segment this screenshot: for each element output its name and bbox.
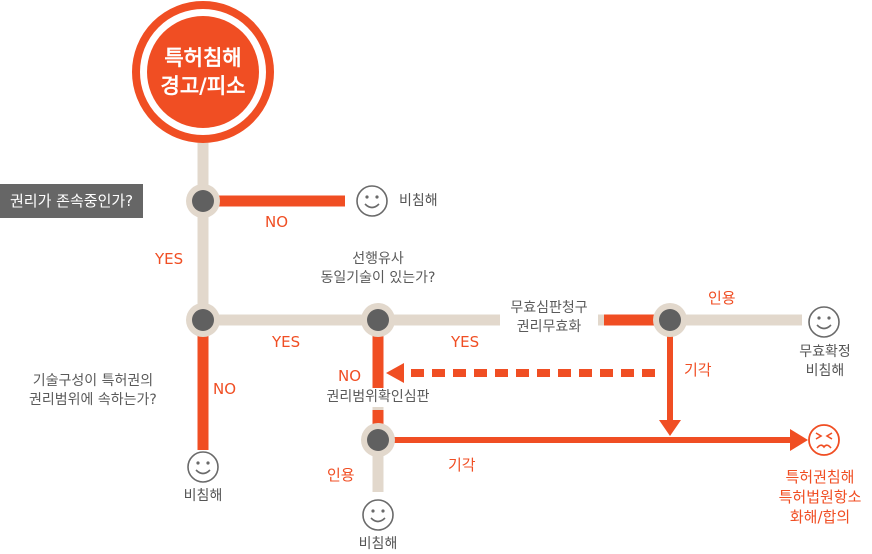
invalidation-label: 무효심판청구 권리무효화 xyxy=(510,300,588,335)
node-scope-trial xyxy=(361,423,395,457)
reject-down-arrowhead xyxy=(659,420,681,436)
q3-no-label: NO xyxy=(338,367,362,385)
start-circle xyxy=(147,16,259,128)
q3-question: 선행유사 동일기술이 있는가? xyxy=(320,251,436,286)
invalidation-accept-label: 인용 xyxy=(708,289,736,307)
q1-result: 비침해 xyxy=(399,193,438,209)
scope-trial-result: 비침해 xyxy=(358,536,398,552)
node-q2 xyxy=(186,303,220,337)
q2-result: 비침해 xyxy=(183,488,223,504)
q1-box: 권리가 존속중인가? xyxy=(0,184,144,218)
smile-icon xyxy=(808,306,840,338)
node-trial xyxy=(653,303,687,337)
smile-icon xyxy=(187,451,219,483)
final-outcome: 특허권침해 특허법원항소 화해/합의 xyxy=(778,468,862,526)
scope-trial-label: 권리범위확인심판 xyxy=(324,388,432,407)
q1-no-label: NO xyxy=(265,213,289,231)
q2-yes-label: YES xyxy=(272,333,301,351)
smile-icon xyxy=(362,499,394,531)
q2-question: 기술구성이 특허권의 권리범위에 속하는가? xyxy=(29,373,157,408)
scope-trial-accept-label: 인용 xyxy=(327,466,355,484)
node-q3 xyxy=(361,303,395,337)
node-q1 xyxy=(186,184,220,218)
scope-trial-reject-label: 기각 xyxy=(448,456,476,474)
q3-yes-label: YES xyxy=(451,333,480,351)
reject-dashed-arrowhead xyxy=(386,363,404,383)
invalidation-result: 무효확정 비침해 xyxy=(799,344,851,379)
final-reject-arrowhead xyxy=(790,429,808,451)
q2-no-label: NO xyxy=(213,380,237,398)
frown-icon xyxy=(808,424,840,456)
invalidation-reject-label: 기각 xyxy=(684,361,712,379)
start-title: 특허침해 경고/피소 xyxy=(160,46,246,98)
q1-yes-label: YES xyxy=(155,250,184,268)
smile-icon xyxy=(356,185,388,217)
